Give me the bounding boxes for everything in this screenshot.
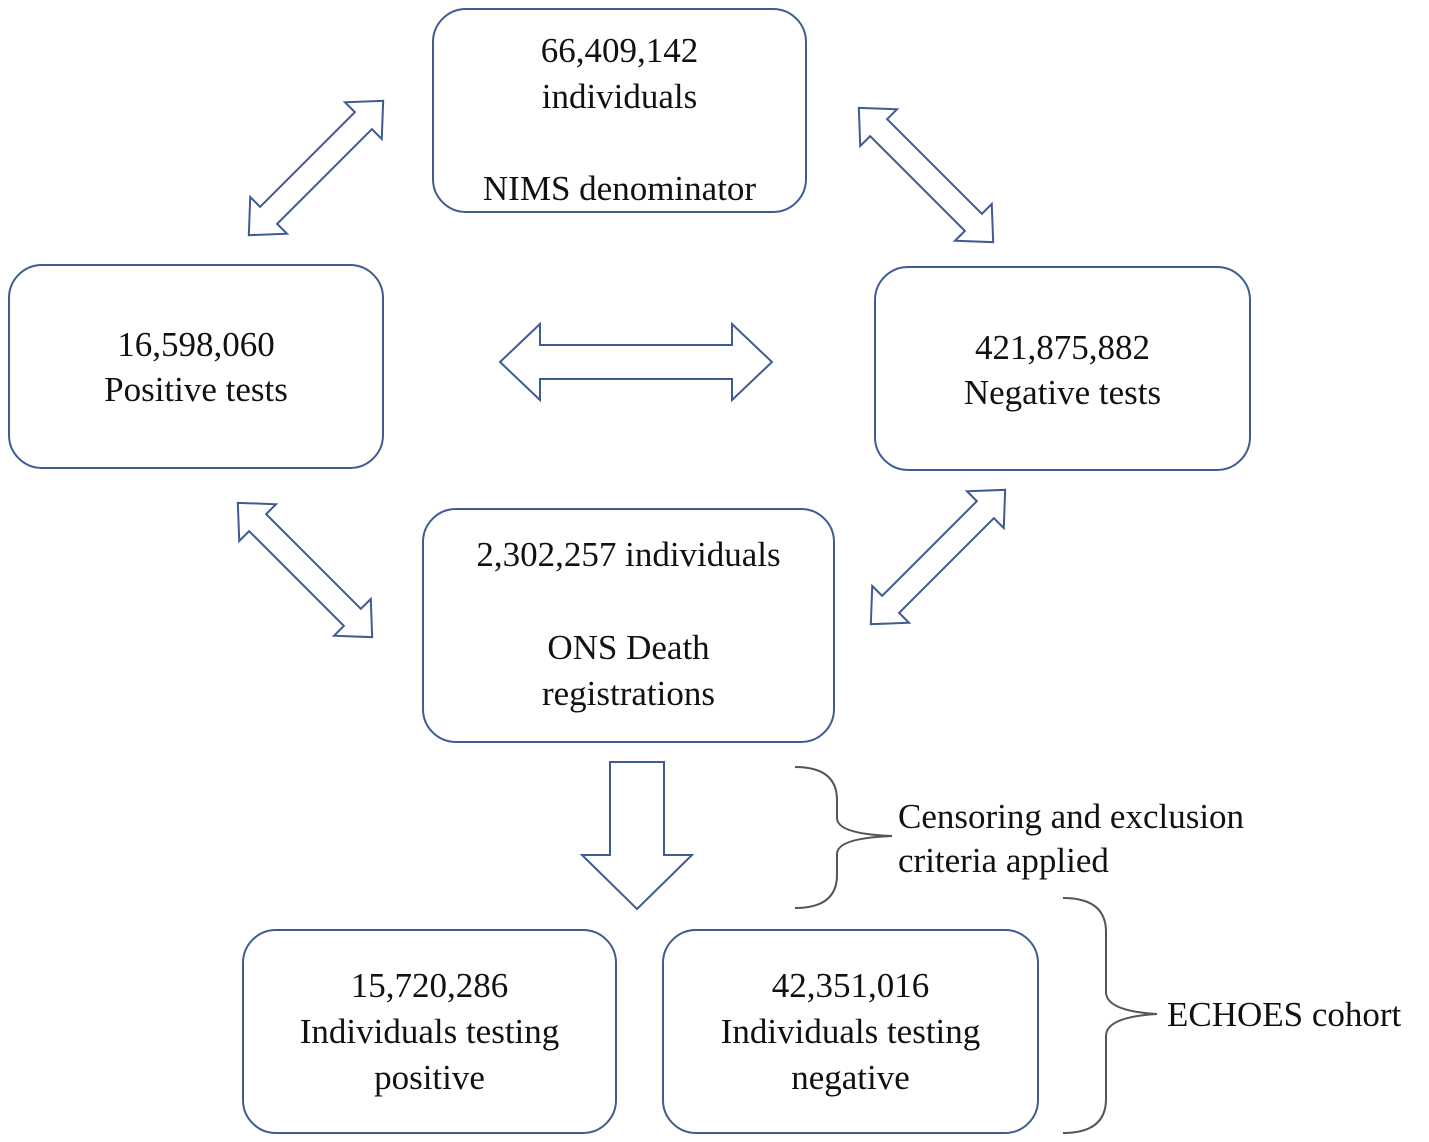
- positive-tests-label: Positive tests: [104, 370, 288, 409]
- double-arrow-positive-ons: [236, 501, 374, 639]
- echoes-cohort-label: ECHOES cohort: [1167, 995, 1402, 1034]
- individuals-positive-box: 15,720,286 Individuals testing positive: [242, 929, 617, 1134]
- brace-cohort: [1062, 897, 1158, 1134]
- ons-death-registrations-box: 2,302,257 individuals ONS Death registra…: [422, 508, 835, 743]
- negative-tests-label: Negative tests: [963, 373, 1162, 412]
- ons-label-line1: ONS Death: [547, 628, 710, 667]
- down-arrow: [579, 761, 695, 911]
- individuals-positive-label-line2: positive: [374, 1058, 485, 1097]
- censoring-label-line2: criteria applied: [898, 841, 1109, 880]
- positive-tests-count: 16,598,060: [117, 325, 275, 364]
- individuals-negative-count: 42,351,016: [771, 966, 930, 1005]
- nims-label: NIMS denominator: [482, 169, 757, 208]
- brace-censoring: [794, 766, 893, 909]
- individuals-negative-label-line2: negative: [791, 1058, 910, 1097]
- nims-denominator-box: 66,409,142 individuals NIMS denominator: [432, 8, 807, 213]
- censoring-label-line1: Censoring and exclusion: [898, 797, 1245, 836]
- individuals-positive-label-line1: Individuals testing: [299, 1012, 560, 1051]
- double-arrow-positive-nims: [247, 99, 385, 237]
- negative-tests-box: 421,875,882 Negative tests: [874, 266, 1251, 471]
- individuals-positive-count: 15,720,286: [350, 966, 509, 1005]
- individuals-negative-label-line1: Individuals testing: [720, 1012, 981, 1051]
- double-arrow-ons-negative: [869, 488, 1007, 626]
- double-arrow-nims-negative: [857, 106, 995, 244]
- ons-count: 2,302,257 individuals: [476, 535, 781, 574]
- ons-label-line2: registrations: [541, 674, 716, 713]
- positive-tests-box: 16,598,060 Positive tests: [8, 264, 384, 469]
- negative-tests-count: 421,875,882: [975, 328, 1150, 367]
- nims-unit: individuals: [541, 77, 698, 116]
- double-arrow-positive-negative: [498, 321, 774, 403]
- individuals-negative-box: 42,351,016 Individuals testing negative: [662, 929, 1039, 1134]
- nims-count: 66,409,142: [540, 31, 699, 70]
